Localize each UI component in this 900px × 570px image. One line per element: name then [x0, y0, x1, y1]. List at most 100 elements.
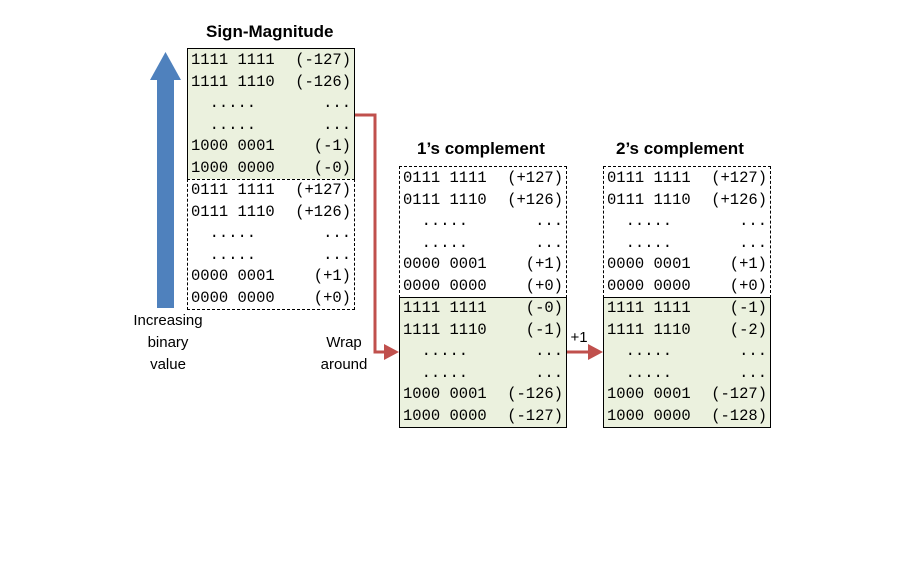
binary-value: 1111 1111 [403, 299, 487, 317]
decimal-value: (+0) [729, 276, 767, 295]
decimal-value: ... [535, 212, 563, 231]
table-row: ........ [400, 363, 566, 385]
table-row: ........ [400, 211, 566, 233]
table-row: ........ [604, 211, 770, 233]
table-row: 0111 1111 (+127) [400, 168, 566, 190]
decimal-value: ... [323, 115, 351, 134]
binary-value: 1000 0000 [607, 406, 691, 425]
table-row: 1000 0000 (-128) [604, 406, 770, 428]
decimal-value: (-127) [295, 51, 351, 69]
table-row: 0111 1111(+127) [188, 180, 354, 202]
increasing-arrow-icon [150, 52, 181, 308]
binary-value: 0000 0001 [403, 255, 487, 274]
table-row: ........ [188, 245, 354, 267]
plus-one-arrow-icon [567, 344, 603, 360]
binary-value: 1000 0001 [403, 385, 487, 404]
table-row: 0111 1111(+127) [604, 168, 770, 190]
binary-value: 0000 0000 [607, 276, 691, 295]
decimal-value: ... [323, 94, 351, 113]
table-row: 1111 1110 (-2) [604, 320, 770, 342]
table-row: ........ [188, 223, 354, 245]
increasing-binary-value-label: Increasing binary value [133, 312, 203, 373]
decimal-value: (+1) [313, 267, 351, 286]
ones-complement-positive-block: 0111 1111 (+127) 0111 1110(+126) ........… [399, 166, 567, 298]
table-row: 0111 1110(+126) [400, 190, 566, 212]
binary-value: ..... [403, 233, 469, 252]
binary-value: 0111 1111 [403, 169, 487, 187]
decimal-value: ... [739, 233, 767, 252]
table-row: 1000 0000 (-127) [400, 406, 566, 428]
table-row: ........ [604, 341, 770, 363]
binary-value: ..... [403, 212, 469, 231]
binary-value: ..... [607, 233, 673, 252]
decimal-value: (+127) [507, 169, 563, 187]
table-row: ........ [604, 363, 770, 385]
decimal-value: (-1) [313, 137, 351, 156]
table-row: 1111 1110(-126) [188, 72, 354, 94]
binary-value: 1111 1111 [191, 51, 275, 69]
decimal-value: (-126) [295, 72, 351, 91]
decimal-value: (+1) [525, 255, 563, 274]
decimal-value: ... [739, 363, 767, 382]
table-row: ........ [604, 233, 770, 255]
binary-value: ..... [607, 212, 673, 231]
table-row: 0000 0001(+1) [604, 254, 770, 276]
decimal-value: ... [323, 245, 351, 264]
decimal-value: (-1) [729, 299, 767, 317]
table-row: 1111 1111(-1) [604, 298, 770, 320]
table-row: ........ [400, 233, 566, 255]
twos-complement-positive-block: 0111 1111(+127) 0111 1110(+126) ........… [603, 166, 771, 298]
table-row: 1000 0001 (-127) [604, 384, 770, 406]
decimal-value: (-1) [525, 320, 563, 339]
decimal-value: ... [739, 342, 767, 361]
table-row: 1000 0001(-1) [188, 136, 354, 158]
binary-value: 1111 1110 [403, 320, 487, 339]
decimal-value: (+126) [295, 202, 351, 221]
decimal-value: (+0) [525, 276, 563, 295]
table-row: ........ [188, 93, 354, 115]
decimal-value: ... [739, 212, 767, 231]
binary-value: 1000 0001 [607, 385, 691, 404]
decimal-value: (-127) [711, 385, 767, 404]
wrap-around-arrow-icon [355, 113, 399, 360]
sign-magnitude-positive-block: 0111 1111(+127) 0111 1110 (+126) ........… [187, 179, 355, 310]
decimal-value: (-127) [507, 406, 563, 425]
decimal-value: (-128) [711, 406, 767, 425]
binary-value: 1000 0000 [403, 406, 487, 425]
binary-value: 0000 0001 [607, 255, 691, 274]
decimal-value: (-0) [313, 158, 351, 177]
table-row: 1111 1110 (-1) [400, 320, 566, 342]
binary-value: 1111 1110 [607, 320, 691, 339]
binary-value: 0111 1110 [607, 190, 691, 209]
decimal-value: ... [535, 233, 563, 252]
decimal-value: ... [323, 224, 351, 243]
table-row: 0111 1110 (+126) [188, 202, 354, 224]
binary-value: 0000 0000 [191, 288, 275, 307]
table-row: 1000 0000(-0) [188, 158, 354, 180]
binary-value: ..... [607, 342, 673, 361]
decimal-value: ... [535, 342, 563, 361]
decimal-value: (-126) [507, 385, 563, 404]
twos-complement-title: 2’s complement [616, 139, 744, 158]
table-row: 1000 0001 (-126) [400, 384, 566, 406]
binary-value: 0000 0001 [191, 267, 275, 286]
binary-value: 0111 1110 [191, 202, 275, 221]
table-row: 0111 1110(+126) [604, 190, 770, 212]
sign-magnitude-negative-block: 1111 1111 (-127) 1111 1110(-126) ........… [187, 48, 355, 180]
table-row: ........ [400, 341, 566, 363]
table-row: 0000 0001 (+1) [188, 266, 354, 288]
decimal-value: (-2) [729, 320, 767, 339]
binary-value: ..... [191, 224, 257, 243]
plus-one-label: +1 [570, 329, 588, 346]
binary-value: 0000 0000 [403, 276, 487, 295]
decimal-value: (+0) [313, 288, 351, 307]
binary-value: ..... [191, 115, 257, 134]
twos-complement-negative-block: 1111 1111(-1) 1111 1110 (-2) ........ ...… [603, 297, 771, 428]
binary-value: ..... [607, 363, 673, 382]
table-row: 0000 0000 (+0) [188, 288, 354, 310]
table-row: 1111 1111 (-127) [188, 50, 354, 72]
binary-value: ..... [403, 363, 469, 382]
binary-value: 0111 1111 [607, 169, 691, 187]
ones-complement-title: 1’s complement [417, 139, 545, 158]
